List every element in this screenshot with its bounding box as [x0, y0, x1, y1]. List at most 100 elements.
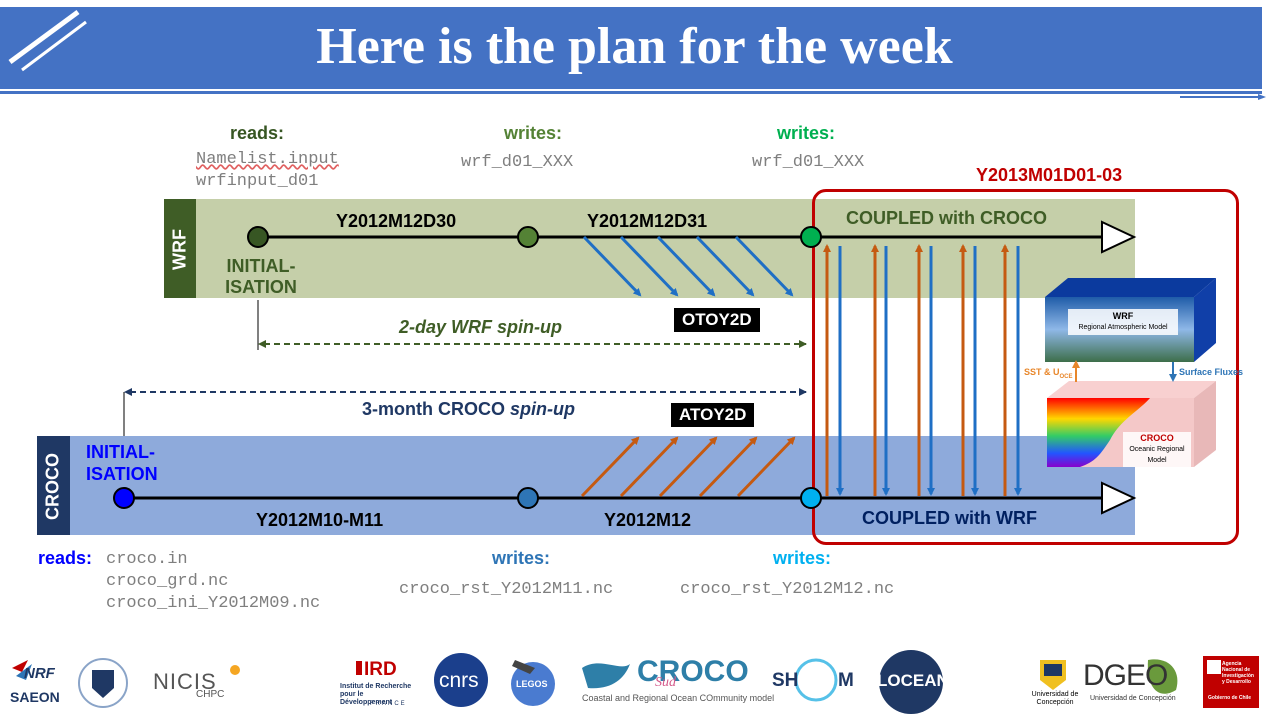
wrf-init-node [247, 226, 269, 248]
udec-logo-icon [1040, 660, 1066, 690]
shom-logo-left: SH [772, 670, 799, 691]
wrf-init-line-2: ISATION [225, 277, 297, 297]
croco-timeline-band [70, 436, 1135, 535]
wrf-writes-label-1: writes: [504, 123, 563, 143]
sst-flux-label: SST & UOCE [1024, 367, 1073, 380]
wrf-model-subtitle: Regional Atmospheric Model [1078, 324, 1168, 331]
coupling-arrows [823, 244, 1022, 496]
sst-flux-sub: OCE [1059, 373, 1073, 380]
croco-reads-file-3: croco_ini_Y2012M09.nc [106, 594, 321, 613]
wrf-init-label: INITIAL- ISATION [214, 256, 308, 298]
nrf-logo-icon [12, 660, 32, 680]
locean-logo: LOCEAN [877, 671, 949, 690]
gobierno-chile-text: Gobierno de Chile [1208, 695, 1252, 701]
corner-arrow-icon [1180, 94, 1266, 100]
wrf-reads-label: reads: [230, 123, 285, 143]
croco-timeline [113, 481, 1137, 515]
croco-coupled-label: COUPLED with WRF [862, 508, 1037, 528]
wrf-timeline [247, 220, 1137, 254]
wrf-spinup-arrow [257, 300, 807, 350]
ird-subtitle: Institut de Recherche pour le Développem… [340, 683, 412, 706]
legos-logo: LEGOS [516, 679, 548, 689]
croco-reads-label: reads: [38, 548, 93, 568]
chpc-logo: CHPC [196, 689, 225, 700]
legos-logo-icon [511, 660, 555, 706]
wrf-reads-file-2: wrfinput_d01 [196, 172, 319, 191]
dgeo-map-icon [1147, 659, 1178, 694]
croco-tagline: Coastal and Regional Ocean COmmunity mod… [582, 693, 775, 703]
anid-logo-icon [1203, 656, 1259, 708]
wrf-reads-file-1: Namelist.input [196, 150, 339, 169]
wrf-init-line-1: INITIAL- [226, 256, 296, 276]
croco-model-label: CROCO Oceanic Regional Model [1123, 432, 1191, 467]
croco-init-label: INITIAL- ISATION [86, 441, 158, 485]
croco-writes-label-1: writes: [492, 548, 551, 568]
pencil-icon [8, 9, 87, 72]
page-title: Here is the plan for the week [316, 18, 953, 75]
wrf-output-arrows [582, 235, 794, 297]
shom-logo-right: M [838, 670, 854, 691]
cnrs-logo-icon [434, 653, 488, 707]
croco-tab: CROCO [37, 436, 70, 535]
croco-output-arrows [580, 436, 796, 498]
ird-logo: IRD [364, 659, 397, 680]
croco-spinup-italic: spin-up [510, 399, 575, 419]
wrf-tab: WRF [164, 199, 196, 298]
croco-init-line-2: ISATION [86, 464, 158, 484]
dgeo-subtitle: Universidad de Concepción [1090, 695, 1176, 702]
logo-graphics [12, 650, 1259, 714]
wrf-period-1: Y2012M12D30 [336, 211, 457, 231]
croco-spinup-label: 3-month CROCO spin-up [362, 399, 575, 420]
saeon-logo: SAEON [10, 689, 60, 705]
croco-period-2: Y2012M12 [604, 510, 692, 530]
wrf-node-2 [517, 226, 539, 248]
locean-logo-icon [879, 650, 943, 714]
ird-logo-icon [356, 661, 362, 675]
nicis-logo: NICIS [153, 669, 217, 694]
croco-node-2 [517, 487, 539, 509]
wrf-spinup-label: 2-day WRF spin-up [399, 317, 562, 337]
shom-logo-icon [794, 658, 838, 702]
croco-logo: CROCO [637, 655, 749, 688]
croco-init-node [113, 487, 135, 509]
wrf-writes-label-2: writes: [777, 123, 836, 143]
logo-row: NRF SAEON NICIS CHPC IRD Institut de Rec… [0, 645, 1269, 714]
croco-spinup-arrow [123, 388, 807, 436]
uct-crest-icon [78, 658, 128, 708]
croco-writes-file-2: croco_rst_Y2012M12.nc [680, 580, 895, 599]
croco-model-title: CROCO [1140, 433, 1174, 443]
dgeo-logo: DGEO [1083, 659, 1168, 692]
wrf-output-tag: OTOY2D [674, 308, 760, 332]
croco-spinup-prefix: 3-month CROCO [362, 399, 510, 419]
croco-node-3 [800, 487, 822, 509]
wrf-coupled-label: COUPLED with CROCO [846, 208, 1047, 228]
croco-output-tag: ATOY2D [671, 403, 755, 427]
croco-sud-logo: Sud [655, 675, 676, 690]
croco-model-subtitle: Oceanic Regional Model [1129, 446, 1185, 464]
title-underline [0, 91, 1262, 94]
cnrs-logo: cnrs [439, 669, 479, 692]
coupled-period-box [812, 189, 1239, 545]
coupled-period-label: Y2013M01D01-03 [976, 165, 1123, 185]
wrf-model-label: WRF Regional Atmospheric Model [1068, 309, 1178, 335]
wrf-writes-file-1: wrf_d01_XXX [461, 153, 574, 172]
title-bar [0, 7, 1262, 89]
anid-logo-text: Agencia Nacional de Investigación y Desa… [1222, 661, 1254, 685]
wrf-period-2: Y2012M12D31 [587, 211, 708, 231]
croco-writes-label-2: writes: [773, 548, 832, 568]
ird-country: FRANCE [370, 701, 407, 707]
surface-fluxes-label: Surface Fluxes [1179, 367, 1244, 377]
croco-init-line-1: INITIAL- [86, 442, 155, 462]
udec-logo-text: Universidad de Concepción [1031, 691, 1079, 706]
croco-period-1: Y2012M10-M11 [256, 510, 384, 530]
nicis-dot-icon [230, 665, 240, 675]
nrf-logo: NRF [24, 665, 55, 682]
flux-arrows [1072, 360, 1177, 382]
wrf-node-3 [800, 226, 822, 248]
croco-writes-file-1: croco_rst_Y2012M11.nc [399, 580, 614, 599]
croco-croc-icon [582, 663, 630, 689]
wrf-model-title: WRF [1112, 311, 1134, 321]
wrf-writes-file-2: wrf_d01_XXX [752, 153, 865, 172]
sst-flux-text: SST & U [1024, 367, 1060, 377]
